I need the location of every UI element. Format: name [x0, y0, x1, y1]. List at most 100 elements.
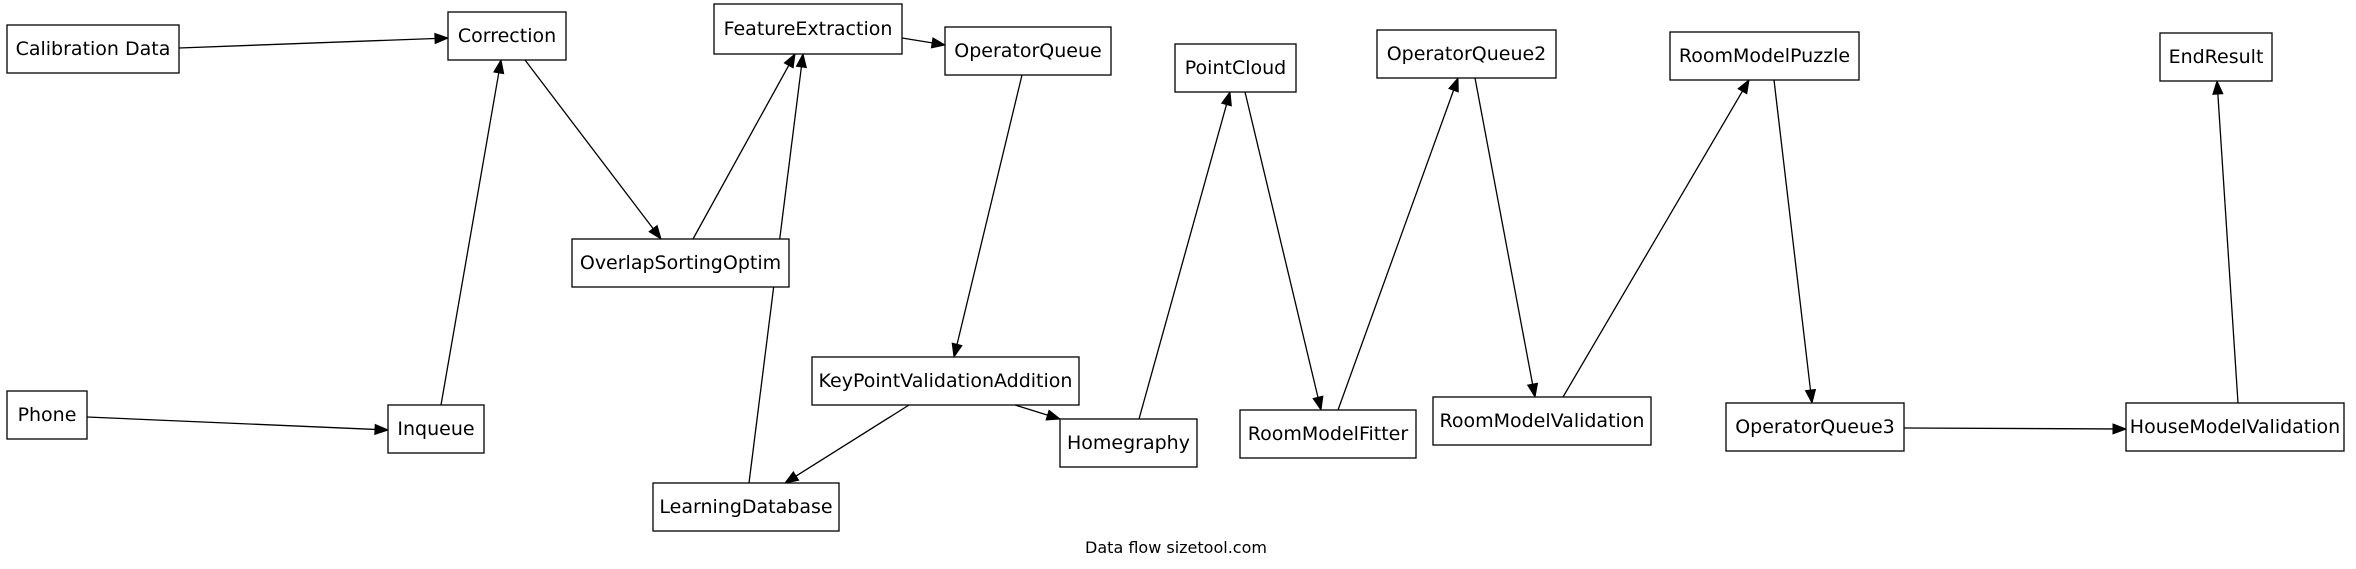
- node-label: LearningDatabase: [659, 496, 832, 518]
- edge-line: [440, 72, 500, 406]
- edge-opqueue2-to-validation: [1474, 77, 1539, 399]
- arrowhead-icon: [951, 342, 963, 359]
- edge-fitter-to-opqueue2: [1337, 76, 1459, 411]
- arrowhead-icon: [1045, 409, 1062, 421]
- edge-line: [1903, 427, 2114, 430]
- arrowhead-icon: [1804, 388, 1817, 405]
- node-box: [1725, 402, 1905, 452]
- edge-line: [2217, 93, 2239, 404]
- arrowhead-icon: [1526, 382, 1539, 399]
- node-box: [652, 482, 840, 532]
- edge-line: [795, 404, 910, 477]
- node-label: EndResult: [2169, 46, 2264, 68]
- arrowhead-icon: [1448, 76, 1459, 93]
- diagram-caption: Data flow sizetool.com: [1085, 538, 1267, 557]
- edge-line: [1014, 404, 1048, 416]
- edge-line: [956, 74, 1023, 345]
- node-label: OperatorQueue2: [1387, 43, 1547, 65]
- node-label: Homegraphy: [1067, 432, 1190, 454]
- arrowhead-icon: [1737, 78, 1750, 95]
- edge-correction-to-overlap: [524, 59, 662, 241]
- edge-line: [901, 37, 933, 44]
- edge-line: [1138, 104, 1228, 420]
- arrowhead-icon: [374, 423, 390, 436]
- edge-validation-to-puzzle: [1562, 78, 1750, 398]
- edges-layer: [86, 32, 2239, 484]
- edge-opqueue3-to-housevalidation: [1903, 423, 2128, 435]
- node-label: Correction: [458, 25, 556, 47]
- node-box: [944, 26, 1112, 76]
- node-label: PointCloud: [1185, 57, 1286, 79]
- arrowhead-icon: [1220, 90, 1232, 107]
- node-box: [6, 24, 180, 74]
- node-overlap: OverlapSortingOptim: [571, 238, 790, 288]
- node-label: Calibration Data: [16, 38, 171, 60]
- node-opqueue: OperatorQueue: [944, 26, 1112, 76]
- arrowhead-icon: [1312, 395, 1324, 412]
- node-box: [811, 356, 1080, 406]
- node-label: OverlapSortingOptim: [580, 252, 781, 274]
- edge-pointcloud-to-fitter: [1244, 91, 1324, 412]
- edge-homegraphy-to-pointcloud: [1138, 90, 1232, 420]
- edge-calibration-to-correction: [178, 32, 450, 49]
- edge-line: [1474, 77, 1534, 385]
- edge-line: [1562, 90, 1743, 398]
- edge-keypoint-to-learningdb: [783, 404, 910, 484]
- edge-line: [1773, 79, 1812, 391]
- edge-puzzle-to-opqueue3: [1773, 79, 1817, 405]
- node-label: Inqueue: [397, 418, 474, 440]
- node-label: RoomModelPuzzle: [1679, 45, 1850, 67]
- node-opqueue2: OperatorQueue2: [1376, 29, 1557, 79]
- node-label: RoomModelValidation: [1440, 410, 1645, 432]
- node-correction: Correction: [447, 11, 567, 61]
- edge-keypoint-to-homegraphy: [1014, 404, 1062, 421]
- node-box: [387, 404, 485, 454]
- node-keypoint: KeyPointValidationAddition: [811, 356, 1080, 406]
- node-label: HouseModelValidation: [2130, 416, 2340, 438]
- node-box: [447, 11, 567, 61]
- node-label: OperatorQueue: [954, 40, 1101, 62]
- node-inqueue: Inqueue: [387, 404, 485, 454]
- node-box: [1239, 409, 1417, 459]
- node-opqueue3: OperatorQueue3: [1725, 402, 1905, 452]
- edge-line: [692, 65, 790, 240]
- node-box: [1376, 29, 1557, 79]
- arrowhead-icon: [783, 470, 800, 484]
- edge-line: [86, 416, 376, 431]
- edge-line: [524, 59, 654, 230]
- arrowhead-icon: [493, 58, 505, 75]
- edge-overlap-to-feature: [692, 52, 796, 240]
- node-endresult: EndResult: [2159, 32, 2273, 82]
- node-label: KeyPointValidationAddition: [819, 370, 1073, 392]
- arrowhead-icon: [2212, 79, 2224, 95]
- edge-housevalidation-to-endresult: [2212, 79, 2239, 404]
- edge-opqueue-to-keypoint: [951, 74, 1023, 359]
- edge-inqueue-to-correction: [440, 58, 505, 406]
- arrowhead-icon: [795, 52, 807, 69]
- node-puzzle: RoomModelPuzzle: [1669, 31, 1860, 81]
- node-validation: RoomModelValidation: [1432, 396, 1652, 446]
- node-feature: FeatureExtraction: [713, 3, 903, 55]
- node-learningdb: LearningDatabase: [652, 482, 840, 532]
- arrowhead-icon: [648, 224, 662, 241]
- arrowhead-icon: [434, 32, 450, 45]
- node-homegraphy: Homegraphy: [1059, 418, 1198, 468]
- arrowhead-icon: [930, 37, 947, 49]
- edge-feature-to-opqueue: [901, 37, 947, 49]
- node-box: [713, 3, 903, 55]
- node-box: [2125, 402, 2345, 452]
- edge-line: [178, 37, 436, 49]
- node-pointcloud: PointCloud: [1174, 43, 1297, 93]
- node-label: FeatureExtraction: [724, 18, 893, 40]
- arrowhead-icon: [783, 52, 796, 69]
- edge-phone-to-inqueue: [86, 416, 390, 436]
- node-housevalidation: HouseModelValidation: [2125, 402, 2345, 452]
- node-fitter: RoomModelFitter: [1239, 409, 1417, 459]
- node-box: [1432, 396, 1652, 446]
- node-calibration: Calibration Data: [6, 24, 180, 74]
- nodes-layer: Calibration Data Correction FeatureExtract…: [6, 3, 2345, 532]
- node-box: [571, 238, 790, 288]
- arrowhead-icon: [2112, 423, 2128, 435]
- node-box: [1059, 418, 1198, 468]
